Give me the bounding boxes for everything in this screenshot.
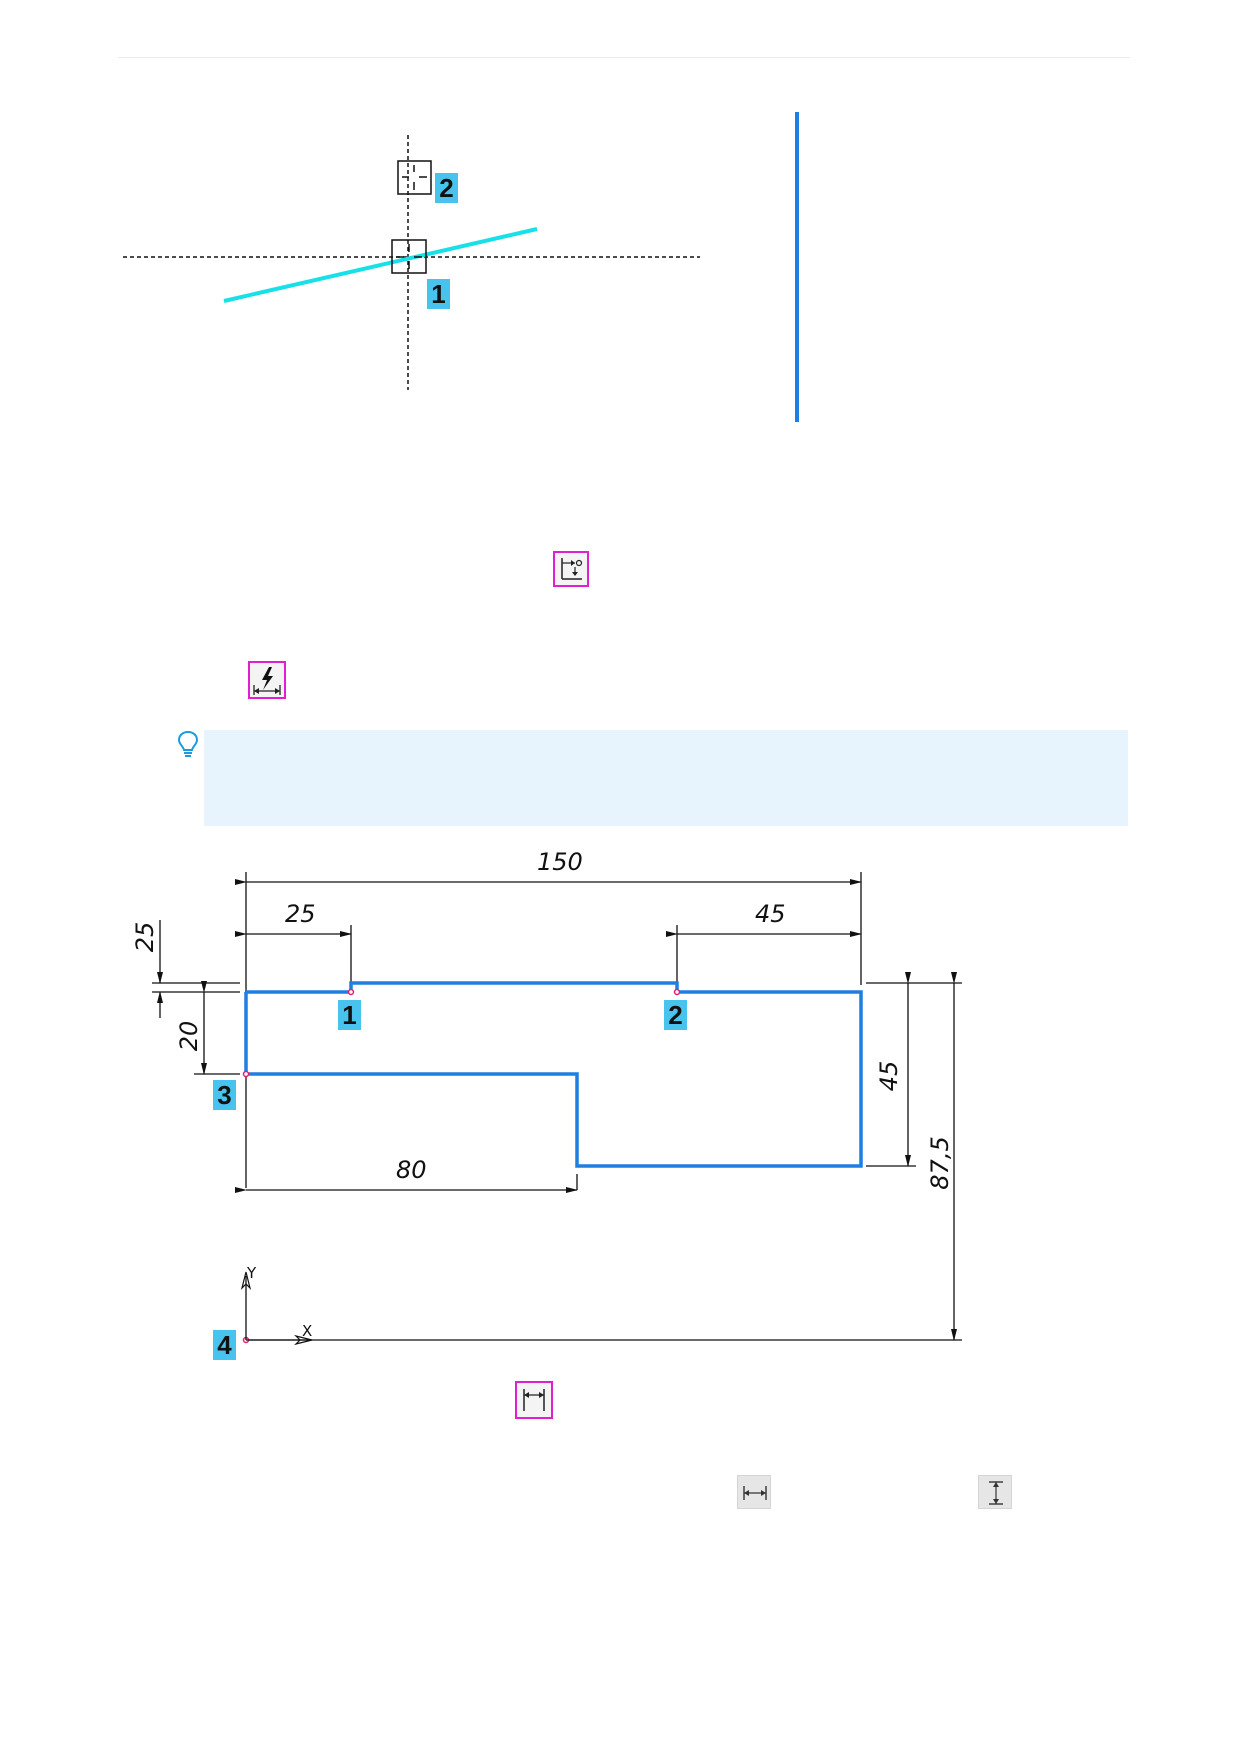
- dim-text-25-left: 25: [285, 900, 316, 928]
- figure-intersection: [123, 135, 700, 390]
- cyan-segment: [223, 227, 538, 303]
- dim-text-25-step: 25: [131, 921, 159, 953]
- axis-label-y: Y: [247, 1264, 257, 1282]
- dim-text-45-right: 45: [875, 1060, 903, 1092]
- dim-text-150: 150: [537, 848, 583, 876]
- horizontal-dimension-icon: [743, 1486, 767, 1500]
- margin-accent-bar: [795, 112, 799, 422]
- quick-dimension-button[interactable]: [248, 661, 286, 699]
- point-marker-1: [391, 239, 427, 274]
- figure1-label-1: 1: [427, 279, 450, 309]
- dimension-from-point-icon: [561, 558, 583, 580]
- linear-dimension-button[interactable]: [515, 1381, 553, 1419]
- quick-dimension-icon: [253, 667, 281, 695]
- point-label-1: 1: [338, 1000, 361, 1030]
- top-rule: [118, 57, 1130, 58]
- lightbulb-icon: [177, 730, 199, 757]
- dimension-from-point-button[interactable]: [553, 551, 589, 587]
- dim-text-87-5: 87,5: [926, 1136, 954, 1190]
- dim-text-20: 20: [175, 1020, 203, 1052]
- point-label-4: 4: [213, 1330, 236, 1360]
- point-label-3: 3: [213, 1080, 236, 1110]
- tip-box: [204, 730, 1128, 826]
- point-label-2: 2: [664, 1000, 687, 1030]
- dim-text-80: 80: [396, 1156, 427, 1184]
- point-marker-2: [397, 160, 432, 195]
- linear-dimension-icon: [523, 1389, 545, 1411]
- horizontal-dimension-button[interactable]: [737, 1475, 771, 1509]
- figure1-label-2: 2: [435, 173, 458, 203]
- dim-text-45-top: 45: [755, 900, 786, 928]
- vertical-dimension-button[interactable]: [978, 1475, 1012, 1509]
- axis-label-x: X: [302, 1322, 313, 1340]
- vertical-dimension-icon: [989, 1481, 1003, 1505]
